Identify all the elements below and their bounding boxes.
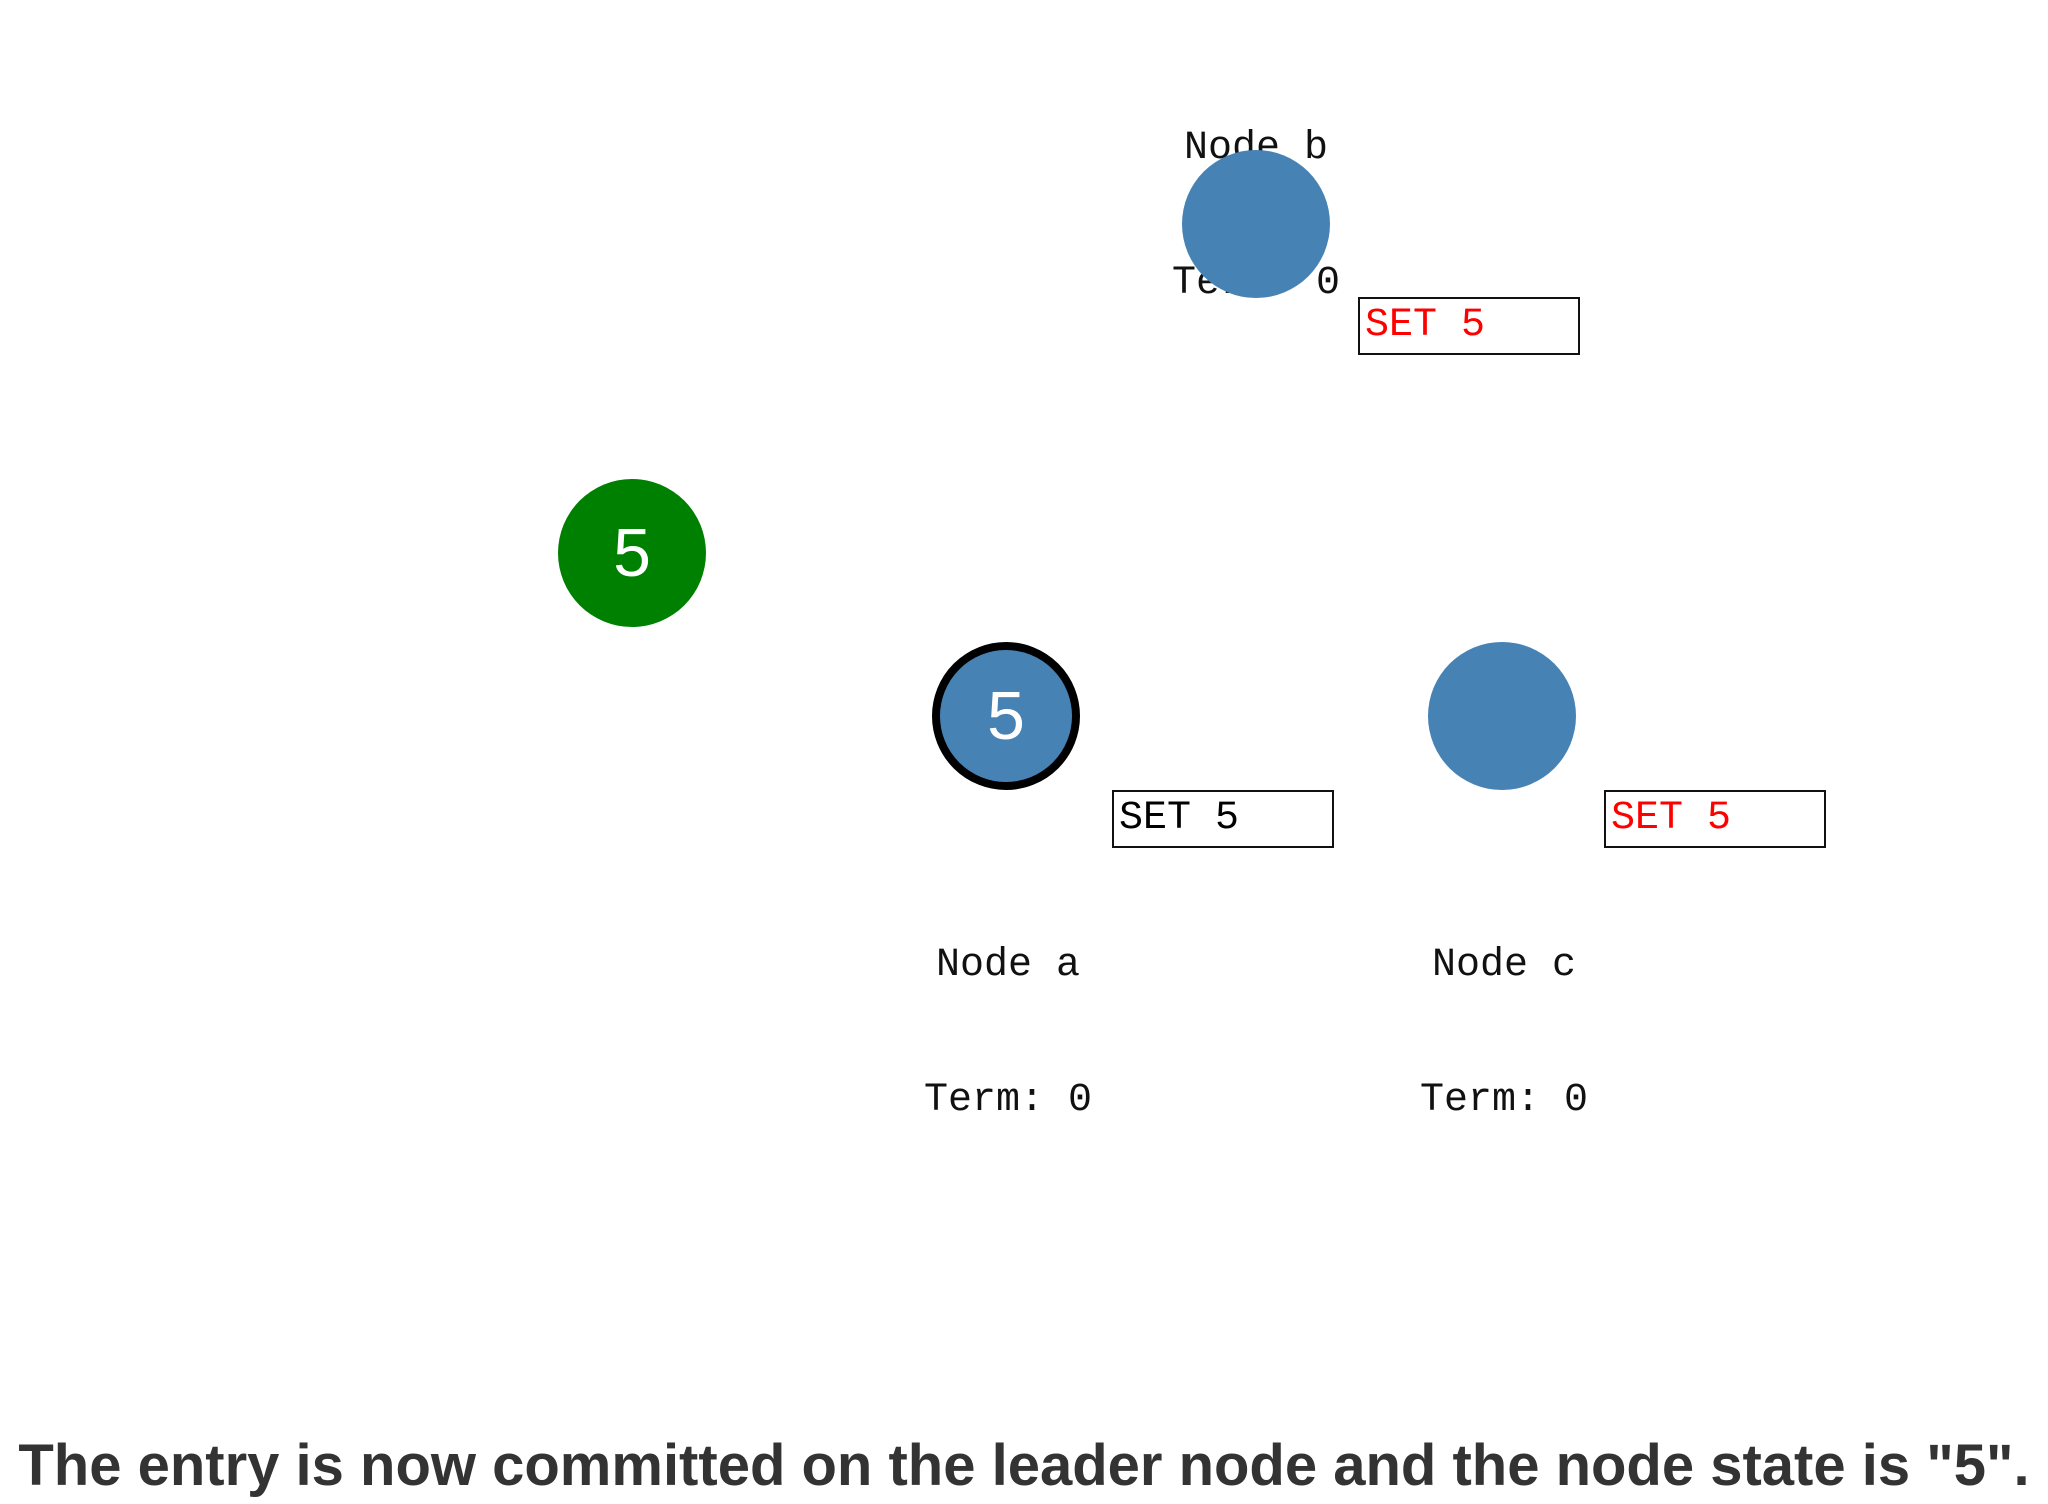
caption: The entry is now committed on the leader… [18, 1433, 2030, 1498]
node-c-term: Term: 0 [1419, 1078, 1589, 1123]
node-b-log-entry: SET 5 [1358, 297, 1580, 355]
node-a: 5 [932, 642, 1080, 790]
node-c [1428, 642, 1576, 790]
node-a-log-entry: SET 5 [1112, 790, 1334, 848]
node-a-name: Node a [935, 943, 1081, 988]
node-c-label: Node c Term: 0 [1354, 853, 1654, 1213]
node-a-label: Node a Term: 0 [858, 853, 1158, 1213]
node-b [1182, 150, 1330, 298]
node-a-term: Term: 0 [923, 1078, 1093, 1123]
node-c-name: Node c [1431, 943, 1577, 988]
node-a-value: 5 [987, 678, 1025, 754]
client-value: 5 [613, 515, 651, 591]
node-c-log-entry: SET 5 [1604, 790, 1826, 848]
client-node: 5 [558, 479, 706, 627]
